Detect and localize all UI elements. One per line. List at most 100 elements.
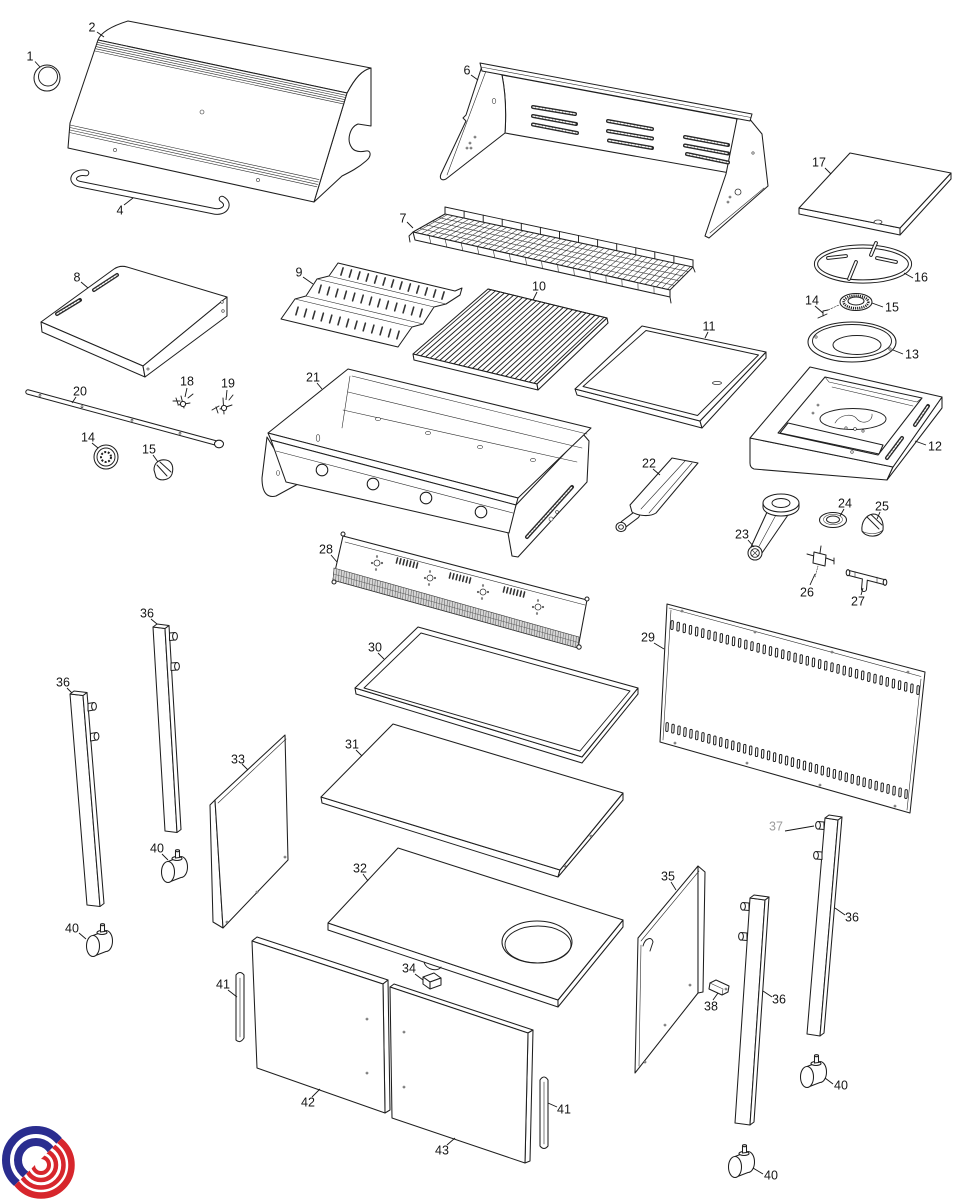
heat-tent-slot <box>387 328 392 338</box>
rack-cross-wire <box>628 258 653 281</box>
callout: 1 <box>27 50 41 68</box>
callout: 38 <box>704 992 719 1014</box>
callout-leader <box>414 973 424 981</box>
callout-leader <box>653 642 665 650</box>
right-door <box>389 983 534 1164</box>
rack-cross-wire <box>465 224 497 245</box>
callout: 37 <box>769 820 815 834</box>
housing-port-lobe <box>834 413 873 424</box>
vent-slot-inner <box>532 123 578 134</box>
tray-top <box>354 626 639 758</box>
firebox-floor-hole <box>477 445 483 449</box>
control-panel-vent <box>509 587 513 595</box>
cart-shelf-panel <box>320 723 624 878</box>
burner-port-hole <box>366 477 380 491</box>
back-panel-hole <box>830 650 834 654</box>
rack-cross-wire <box>588 250 616 272</box>
firebox-end-hole <box>276 470 280 476</box>
caster-face <box>727 1155 743 1179</box>
burner-cap-center <box>847 296 865 306</box>
control-panel-vent <box>461 575 465 583</box>
knob-hole-screw <box>481 584 485 587</box>
callout-number: 36 <box>56 676 70 690</box>
control-panel-vent <box>519 590 523 598</box>
housing-burner-port <box>819 408 887 430</box>
rack-cross-wire <box>504 232 535 254</box>
bracket-hole <box>465 146 469 150</box>
manifold-port <box>80 405 84 409</box>
heat-tent-slot <box>419 308 423 318</box>
callout: 41 <box>547 1103 571 1117</box>
gas-fitting <box>845 569 888 592</box>
grate-bar <box>486 305 560 373</box>
bowl-notch <box>814 335 818 339</box>
callout: 36 <box>762 990 786 1007</box>
control-panel-knob-holes <box>370 555 545 615</box>
knob-hole <box>534 603 542 611</box>
left-door-face <box>251 940 386 1114</box>
rack-cross-wire <box>622 256 648 280</box>
callout-number: 27 <box>851 595 865 609</box>
callout: 40 <box>150 842 169 861</box>
rack-lip-post <box>605 275 607 284</box>
caster-wheel <box>160 849 188 884</box>
side-burner-inlet-cross <box>751 549 759 557</box>
hood-handle-body <box>71 170 229 214</box>
caster-stem-top <box>741 1144 748 1148</box>
callout-number: 41 <box>216 978 230 992</box>
callout-leader <box>80 281 89 289</box>
lid-handle <box>873 219 883 225</box>
knob-hole-screw <box>480 597 484 600</box>
bracket-right-end <box>704 116 769 239</box>
callouts: 1 2 4 6 7 8 9 10 11 12 13 14 15 16 17 18… <box>27 21 942 1183</box>
warming-rack <box>408 206 696 304</box>
callout-number: 33 <box>231 753 245 767</box>
right-panel-hole <box>688 983 692 987</box>
manifold-port <box>130 418 134 422</box>
tank-bracket <box>708 979 730 996</box>
callout-number: 40 <box>764 1169 778 1183</box>
rack-cross-wire <box>633 259 659 283</box>
knob-hole <box>479 588 487 596</box>
knob-hole-screw <box>375 555 379 558</box>
side-shelf-slot-inner <box>56 299 81 315</box>
electrode-body <box>817 309 829 319</box>
grate-bar <box>472 302 546 369</box>
callout: 4 <box>117 197 134 218</box>
hood-cap-face <box>38 66 58 87</box>
back-panel-hole <box>818 783 822 787</box>
rack-cross-wire <box>415 214 448 233</box>
heat-tent-slot <box>351 292 356 302</box>
housing-hole <box>844 426 848 430</box>
rack-cross-wire <box>510 233 540 255</box>
right-panel-edges <box>638 870 700 1067</box>
caster-stem-top <box>174 849 181 853</box>
hood-cap <box>33 64 61 92</box>
heat-tent-slot <box>385 300 390 310</box>
burner-ridge <box>640 460 693 514</box>
callout-number: 13 <box>905 348 919 362</box>
callout-number: 15 <box>885 301 899 315</box>
housing-hole <box>853 427 857 431</box>
callout-leader <box>152 454 159 463</box>
lid-top <box>798 152 952 229</box>
callout-number: 1 <box>27 50 34 64</box>
side-shelf-hole <box>220 300 224 304</box>
right-panel-cutout <box>642 938 654 952</box>
control-panel <box>331 531 590 650</box>
callout: 36 <box>140 607 158 625</box>
tank-bracket-body <box>708 979 730 996</box>
callout-number: 4 <box>117 204 124 218</box>
vent-slot-inner <box>684 136 729 146</box>
callout: 18 <box>180 375 194 398</box>
rack-floor-wires <box>415 214 691 290</box>
cart-left-side-panel <box>209 734 289 929</box>
control-panel-vent <box>395 557 399 564</box>
burner-port-hole <box>419 491 433 505</box>
valve-body <box>812 551 827 567</box>
firebox <box>261 368 592 558</box>
rack-cross-wire <box>443 220 475 240</box>
callout-number: 17 <box>812 156 826 170</box>
grate-bar <box>514 312 587 380</box>
rack-lip-post <box>557 264 559 273</box>
